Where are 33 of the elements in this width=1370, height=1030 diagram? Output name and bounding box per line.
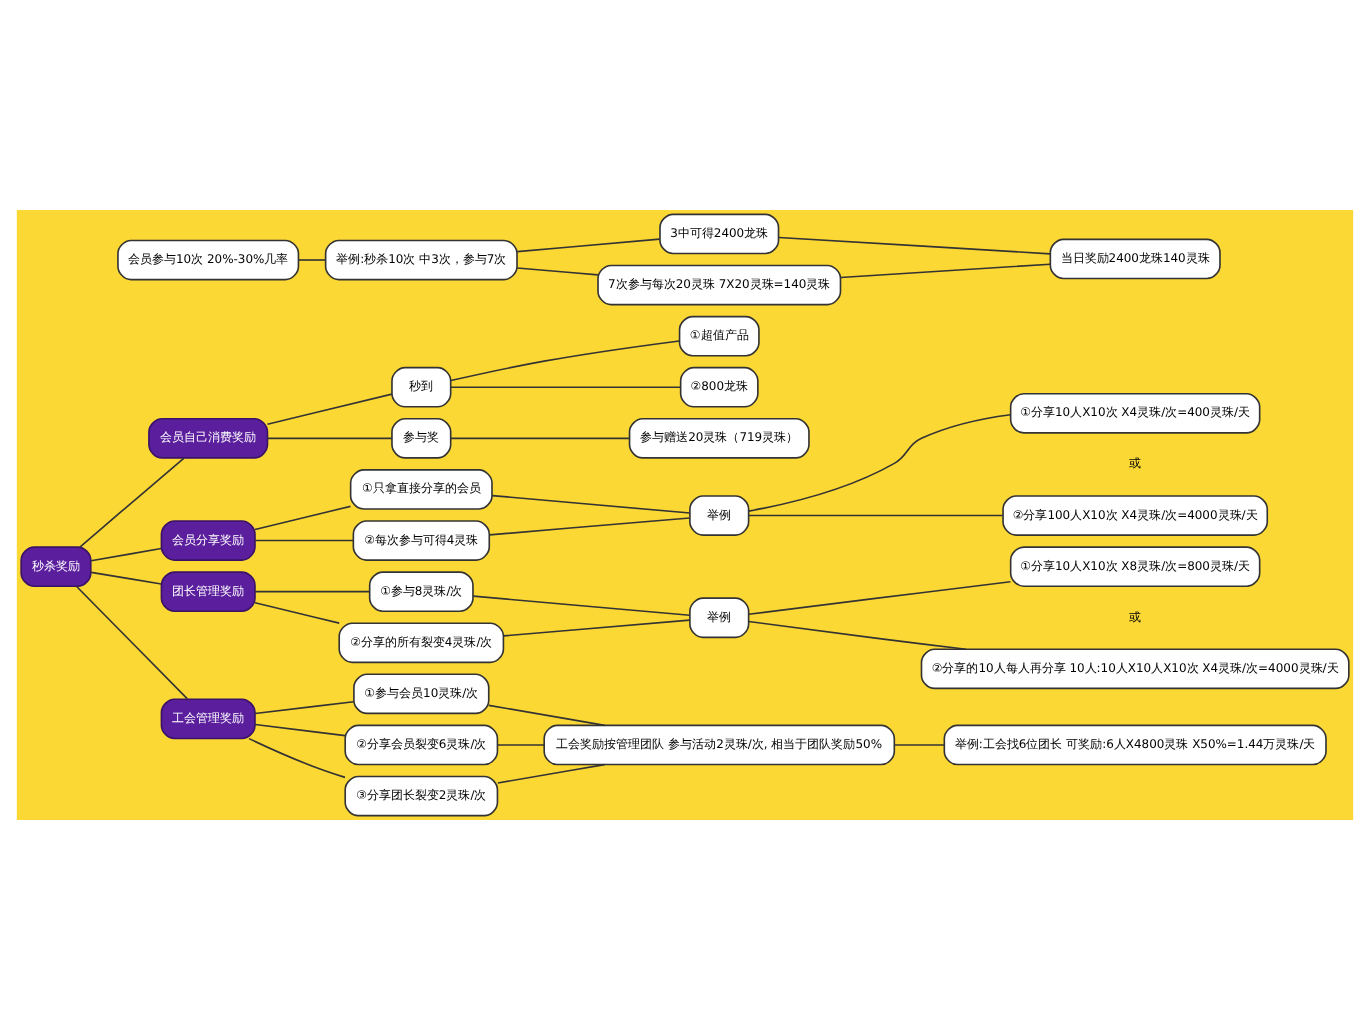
connector <box>488 517 691 536</box>
connector <box>254 539 355 542</box>
connector <box>491 494 691 514</box>
connector <box>497 763 606 784</box>
connector <box>254 590 371 593</box>
connector <box>79 457 185 548</box>
connector <box>516 267 599 276</box>
connector <box>747 413 1012 512</box>
connector <box>254 700 355 715</box>
connector <box>450 340 681 382</box>
connector <box>449 386 682 389</box>
connector <box>487 704 606 727</box>
connector <box>297 259 327 261</box>
connector <box>75 585 189 700</box>
connector <box>893 744 945 746</box>
connector <box>777 236 1051 255</box>
connector <box>266 393 393 426</box>
connector <box>747 581 1012 616</box>
connector <box>472 595 691 617</box>
connector <box>266 437 393 440</box>
connector <box>90 571 163 585</box>
connector <box>747 514 1004 517</box>
connector <box>516 238 661 253</box>
connector <box>502 619 691 637</box>
connector <box>90 547 163 562</box>
connector <box>449 437 631 440</box>
connector <box>254 723 346 737</box>
connector <box>254 505 352 531</box>
connector <box>497 744 545 746</box>
connector <box>248 737 346 779</box>
connector <box>747 620 967 651</box>
connector <box>839 263 1052 279</box>
connector <box>254 601 341 624</box>
